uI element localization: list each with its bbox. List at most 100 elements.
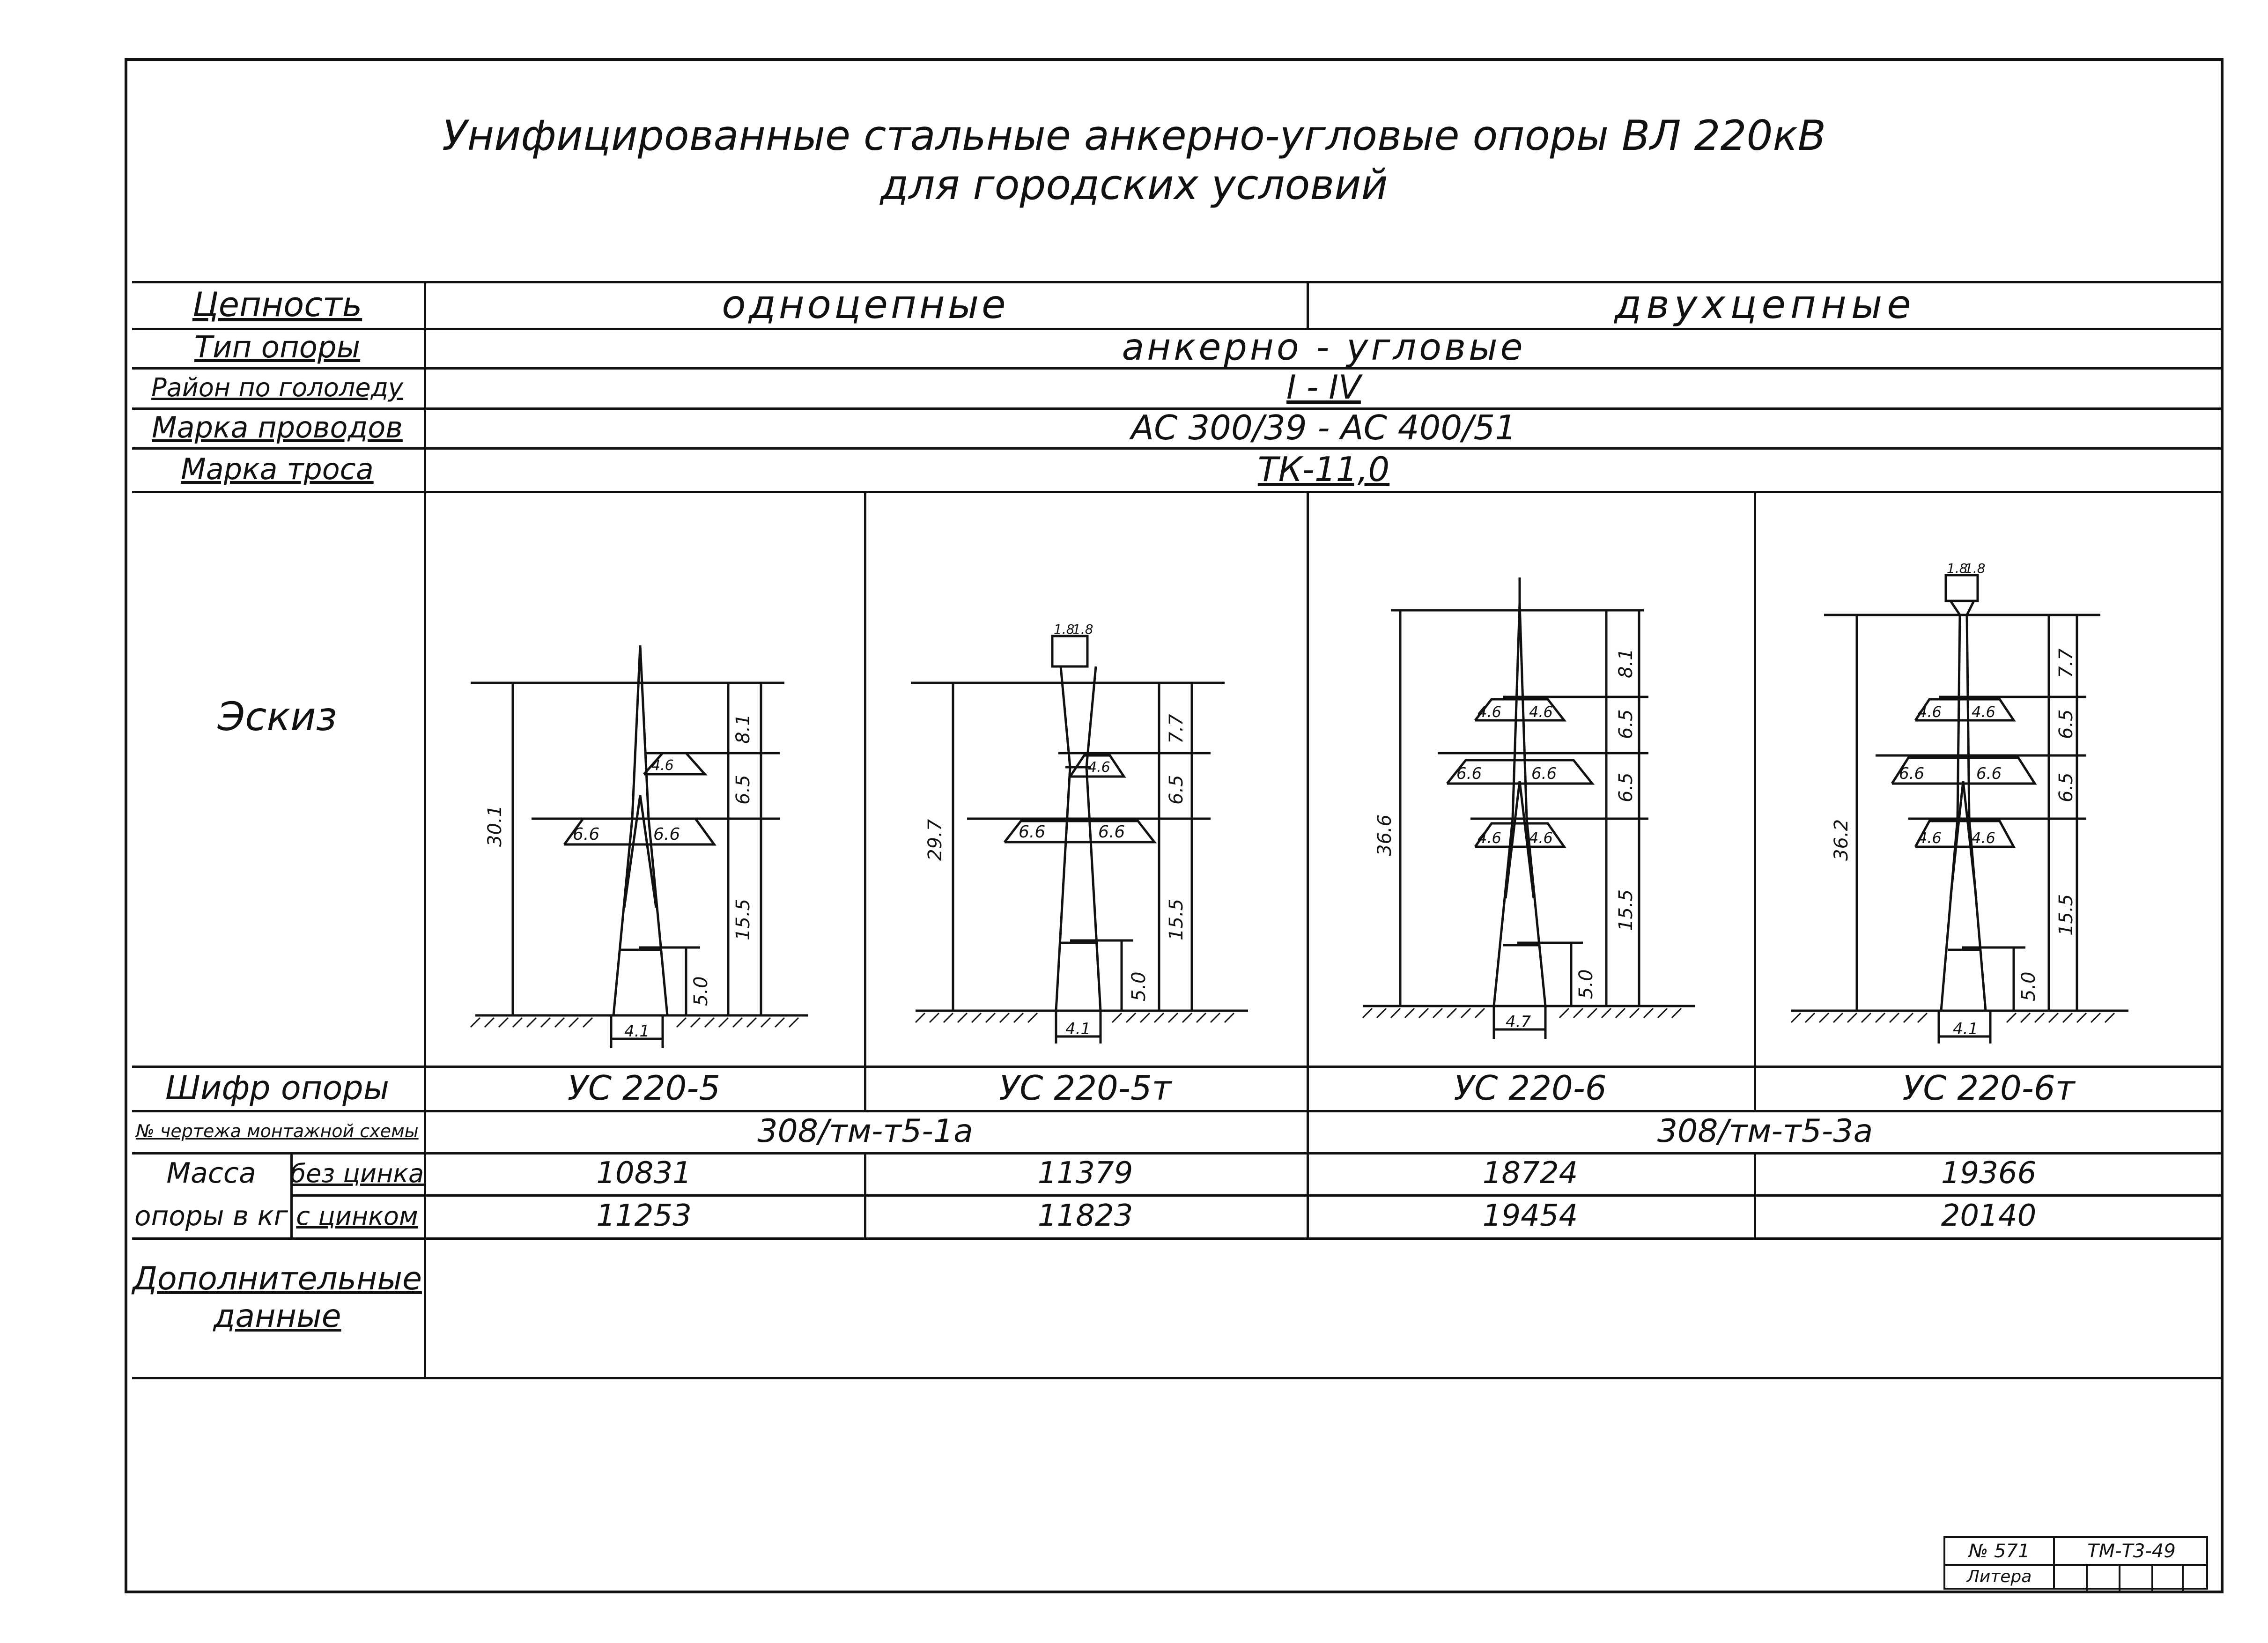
tower-arm-label: 4.6	[651, 757, 674, 774]
ice-label: Район по гололеду	[151, 372, 403, 402]
drawing-frame	[125, 58, 2224, 1593]
mass-zinc-2: 11823	[1037, 1199, 1133, 1233]
table-line	[1754, 1152, 1756, 1237]
tower-dim-label: 5.0	[1575, 969, 1597, 999]
page-subtitle: для городских условий	[880, 161, 1388, 209]
tower-code-1: УС 220-5	[567, 1068, 721, 1108]
table-line	[1754, 491, 1756, 1110]
cable-value: ТК-11,0	[1257, 449, 1390, 489]
tower-dim-label: 15.5	[1615, 889, 1637, 931]
table-line	[132, 367, 2224, 370]
tower-dim-label: 15.5	[1166, 899, 1187, 940]
tower-arm-label: 6.6	[1976, 764, 2002, 783]
table-line	[290, 1194, 2224, 1197]
tower-base-label: 4.1	[624, 1022, 650, 1041]
tower-dim-label: 7.7	[1166, 714, 1187, 744]
tower-arm-label: 4.6	[1478, 703, 1501, 721]
tower-dim-label: 6.5	[1166, 775, 1187, 805]
drawing-label: № чертежа монтажной схемы	[136, 1121, 419, 1141]
tower-height-label: 29.7	[924, 819, 946, 861]
tower-arm-label: 6.6	[1531, 764, 1557, 783]
mass-unit-label: опоры в кг	[134, 1200, 288, 1232]
tower-dim-label: 5.0	[2018, 971, 2039, 1001]
stamp-code: ТМ-Т3-49	[2087, 1540, 2176, 1562]
mass-no-zinc-label: без цинка	[290, 1158, 424, 1188]
tower-peak-label: 1.8	[1965, 561, 1986, 576]
tower-arm-label: 4.6	[1088, 759, 1110, 776]
tower-arm-label: 6.6	[1899, 764, 1924, 783]
extra-label: Дополнительные	[133, 1260, 422, 1297]
mass-no-zinc-4: 19366	[1941, 1156, 2037, 1191]
drawing-double: 308/тм-т5-3а	[1657, 1112, 1873, 1150]
chain-single: одноцепные	[722, 281, 1009, 327]
tower-base-label: 4.1	[1953, 1020, 1978, 1038]
page-title: Унифицированные стальные анкерно-угловые…	[442, 111, 1826, 160]
tower-code-3: УС 220-6	[1454, 1068, 1607, 1108]
tower-dim-label: 15.5	[2055, 894, 2077, 936]
tower-arm-label: 6.6	[653, 825, 680, 844]
tower-height-label: 30.1	[484, 805, 506, 847]
tower-dim-label: 8.1	[1615, 648, 1637, 678]
mass-zinc-label: с цинком	[296, 1201, 418, 1231]
wire-label: Марка проводов	[152, 410, 403, 444]
table-line	[132, 1066, 2224, 1068]
ice-value: I - IV	[1286, 368, 1361, 407]
table-line	[1307, 281, 1309, 328]
type-label: Тип опоры	[194, 330, 361, 365]
tower-dim-label: 6.5	[2055, 772, 2077, 802]
table-line	[1307, 491, 1309, 1237]
tower-base-label: 4.1	[1065, 1020, 1091, 1038]
tower-arm-label: 6.6	[1098, 822, 1125, 842]
tower-dim-label: 6.5	[1615, 709, 1637, 739]
tower-peak-label: 1.8	[1072, 622, 1093, 637]
table-line	[132, 1152, 2224, 1155]
table-line	[132, 407, 2224, 410]
tower-height-label: 36.2	[1831, 819, 1852, 861]
mass-no-zinc-3: 18724	[1482, 1156, 1578, 1191]
tower-dim-label: 6.5	[1615, 772, 1637, 802]
tower-arm-label: 4.6	[1478, 829, 1501, 847]
mass-zinc-3: 19454	[1482, 1199, 1578, 1233]
tower-dim-label: 8.1	[732, 714, 754, 744]
tower-dim-label: 15.5	[732, 899, 754, 940]
mass-zinc-1: 11253	[596, 1199, 692, 1233]
tower-arm-label: 6.6	[573, 825, 599, 844]
tower-dim-label: 6.5	[2055, 709, 2077, 739]
chain-label: Цепность	[192, 285, 362, 324]
sketch-label: Эскиз	[217, 694, 337, 740]
table-line	[132, 1237, 2224, 1240]
stamp-number: № 571	[1968, 1540, 2030, 1562]
mass-zinc-4: 20140	[1941, 1199, 2037, 1233]
tower-dim-label: 5.0	[690, 976, 712, 1006]
tower-arm-label: 6.6	[1456, 764, 1482, 783]
table-line	[132, 1110, 2224, 1112]
type-value: анкерно - угловые	[1122, 326, 1526, 369]
tower-base-label: 4.7	[1506, 1013, 1531, 1031]
tower-arm-label: 4.6	[1918, 829, 1942, 847]
table-line	[132, 328, 2224, 330]
table-line	[132, 1377, 2224, 1379]
tower-sketch-2: 29.7 7.7 6.5 15.5 5.0 1.8 1.8 4.6 6.6 6.…	[911, 622, 1248, 1044]
table-line	[132, 447, 2224, 450]
table-line	[132, 491, 2224, 493]
cable-label: Марка троса	[181, 452, 374, 486]
extra-label-line2: данные	[213, 1297, 341, 1335]
table-line	[864, 491, 866, 1110]
tower-sketch-1: 30.1 8.1 6.5 15.5 5.0 4.6 6.6 6.6 4.1	[470, 645, 808, 1048]
tower-code-4: УС 220-6т	[1902, 1068, 2075, 1108]
drawing-single: 308/тм-т5-1а	[757, 1112, 973, 1150]
tower-arm-label: 4.6	[1972, 829, 1995, 847]
mass-no-zinc-1: 10831	[596, 1156, 692, 1191]
tower-sketch-3: 36.6 8.1 6.5 6.5 15.5 5.0 4.6 4.6 6.6 6.…	[1362, 577, 1695, 1039]
table-line	[424, 281, 426, 1377]
tower-arm-label: 4.6	[1529, 829, 1553, 847]
wire-value: АС 300/39 - АС 400/51	[1130, 407, 1517, 447]
tower-sketch-4: 36.2 7.7 6.5 6.5 15.5 5.0 1.8 1.8 4.6 4.…	[1790, 561, 2128, 1044]
chain-double: двухцепные	[1614, 281, 1916, 327]
tower-peak-label: 1.8	[1947, 561, 1968, 576]
tower-arm-label: 4.6	[1972, 703, 1995, 721]
mass-no-zinc-2: 11379	[1037, 1156, 1133, 1191]
table-line	[132, 281, 2224, 283]
tower-dim-label: 7.7	[2055, 648, 2077, 678]
mass-label: Масса	[166, 1157, 256, 1190]
